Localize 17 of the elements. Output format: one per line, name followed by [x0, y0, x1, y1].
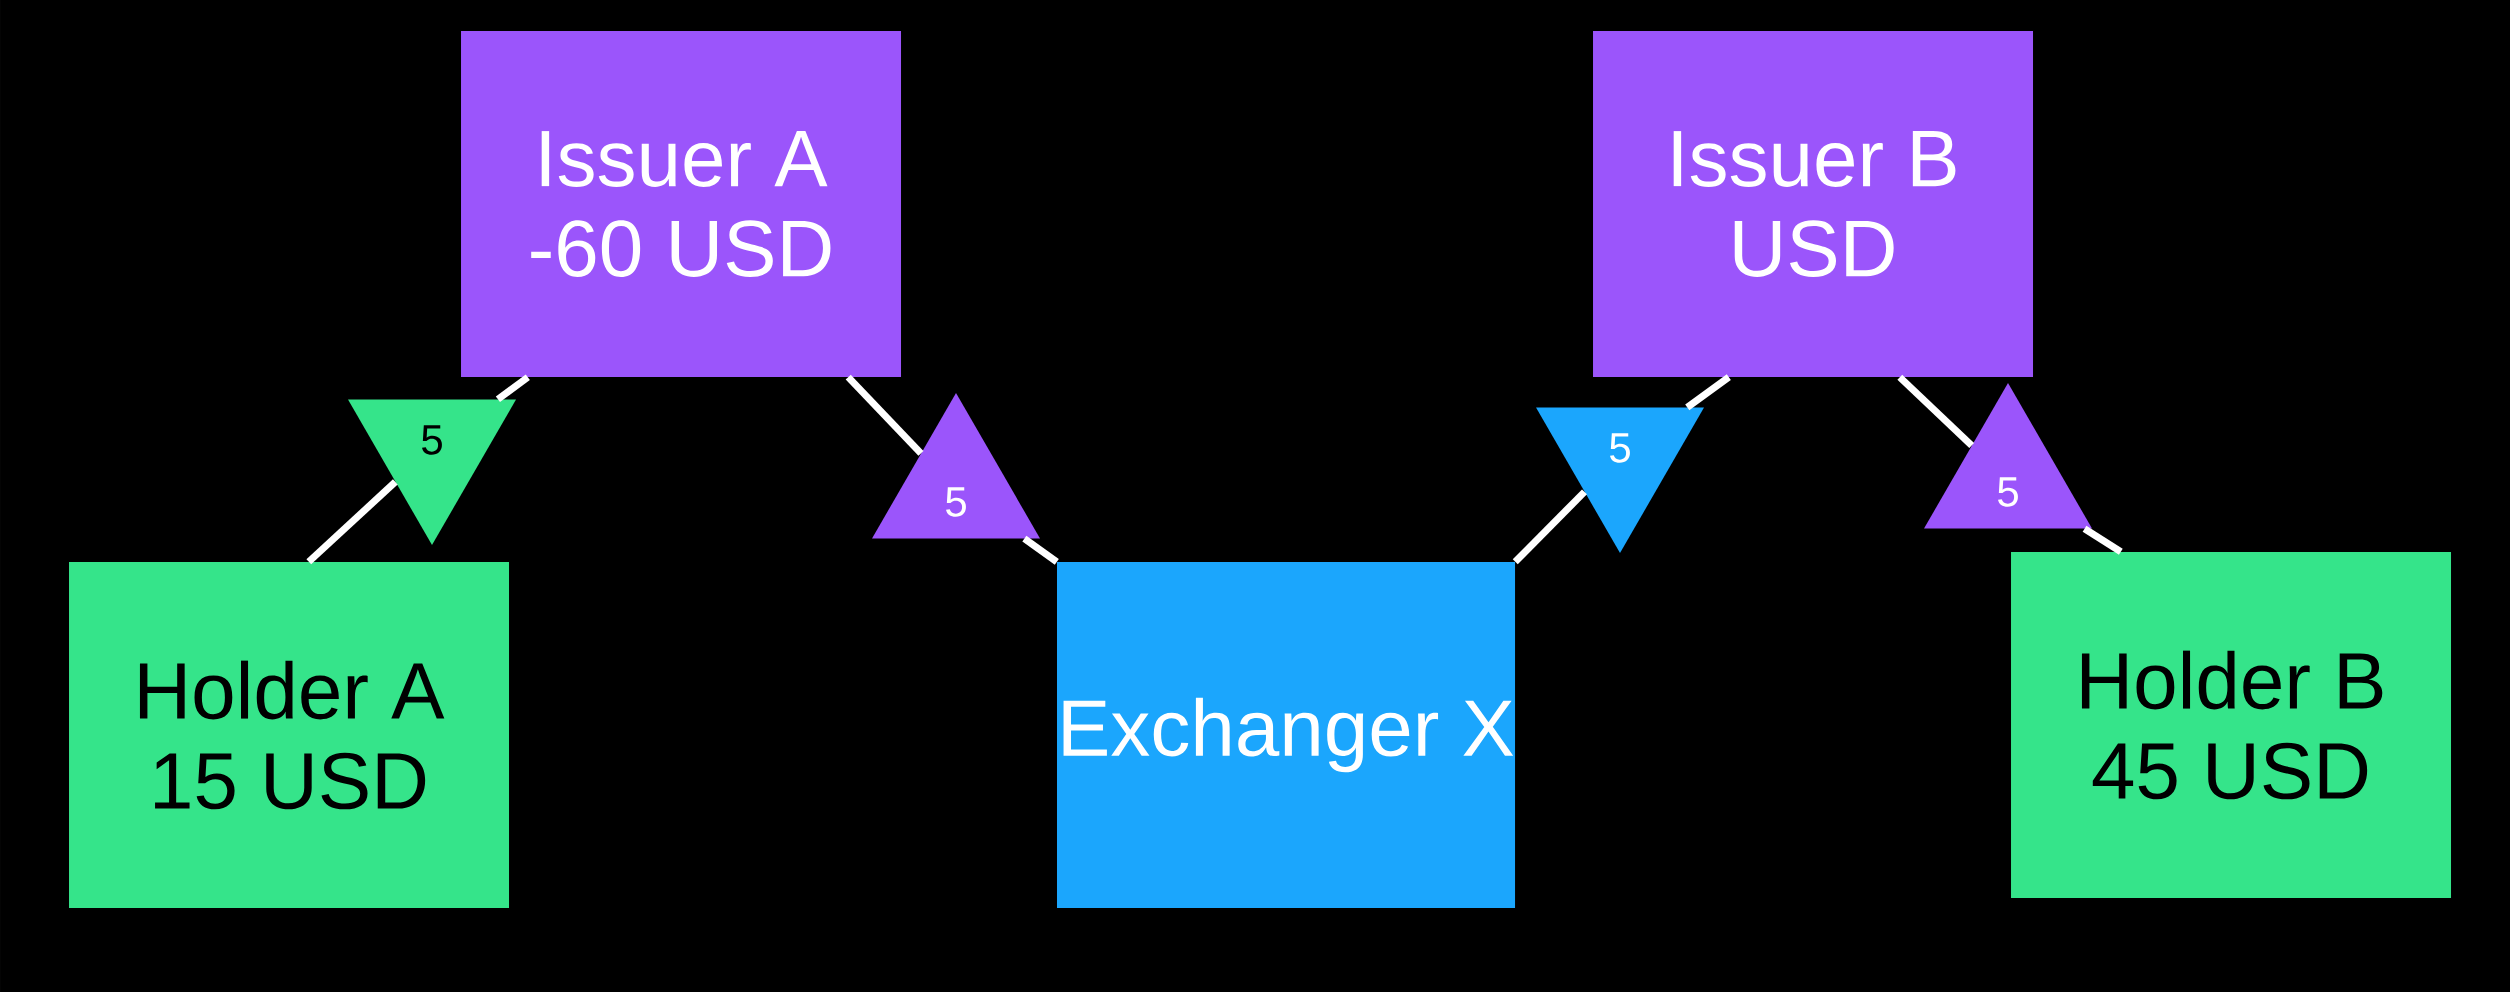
box: Exchanger X [1057, 562, 1516, 908]
triangle: 5 [348, 399, 516, 545]
line [1685, 374, 1731, 411]
box: Holder A 15 USD [69, 562, 509, 908]
box: Issuer A -60 USD [461, 31, 901, 377]
line [845, 374, 924, 456]
triangle: 5 [1924, 383, 2092, 529]
box: Holder B 45 USD [2011, 552, 2451, 898]
box: Issuer B USD [1593, 31, 2033, 377]
line [1512, 489, 1587, 565]
triangle: 5 [1536, 407, 1704, 553]
line [1022, 535, 1059, 565]
line [1897, 374, 1975, 449]
triangle: 5 [872, 393, 1040, 539]
line [306, 479, 398, 565]
line [2082, 525, 2123, 555]
line [495, 374, 530, 403]
